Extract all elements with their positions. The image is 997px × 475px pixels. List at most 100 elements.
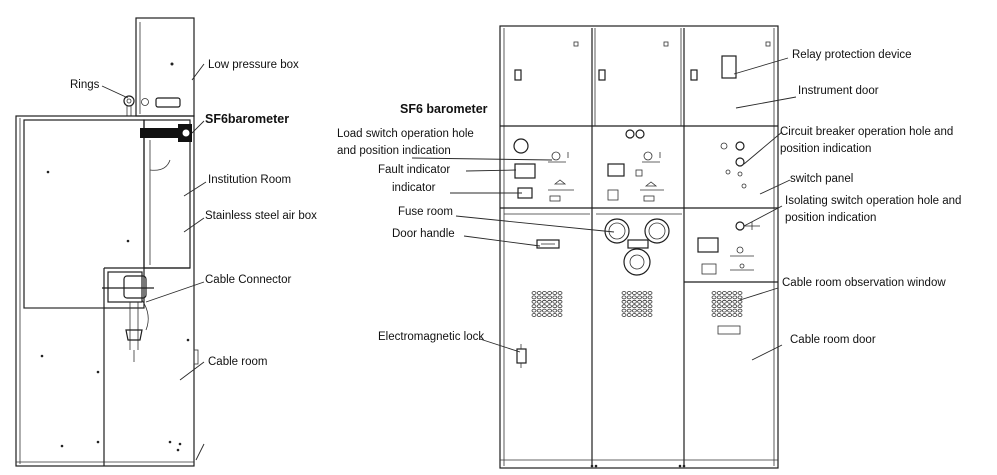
- front-cabinet-frame: [499, 25, 779, 469]
- grille-hole: [621, 308, 627, 313]
- label-circuit-breaker-line2: position indication: [780, 143, 871, 155]
- grille-hole: [547, 299, 552, 304]
- grille-hole: [542, 313, 547, 317]
- grille-hole: [642, 304, 648, 309]
- grille-hole: [552, 313, 558, 317]
- grille-hole: [621, 291, 627, 295]
- grille-hole: [547, 308, 552, 313]
- grille-hole: [626, 295, 632, 300]
- grille-hole: [552, 291, 558, 295]
- fault-indicator: [514, 163, 536, 179]
- grille-hole: [647, 304, 653, 309]
- grille-hole: [542, 299, 547, 304]
- grille-hole: [727, 304, 732, 309]
- grille-hole: [536, 313, 542, 317]
- label-circuit-breaker-line1: Circuit breaker operation hole and: [780, 126, 953, 138]
- grille-hole: [632, 308, 637, 313]
- grille-hole: [722, 313, 727, 317]
- grille-hole: [722, 299, 727, 304]
- grille-hole: [732, 299, 738, 304]
- side-cabinet-body: [15, 115, 195, 467]
- relay-protection-device: [721, 55, 737, 79]
- grille-hole: [542, 291, 547, 295]
- grille-hole: [647, 308, 653, 313]
- grille-hole: [716, 291, 722, 295]
- side-view-leaders: [101, 63, 207, 461]
- grille-hole: [557, 299, 563, 304]
- grille-hole: [557, 304, 563, 309]
- grille-hole: [547, 295, 552, 300]
- grille-hole: [737, 295, 743, 300]
- grille-hole: [722, 291, 727, 295]
- grille-hole: [632, 313, 637, 317]
- label-load-switch-line1: Load switch operation hole: [337, 128, 474, 140]
- grille-hole: [737, 313, 743, 317]
- grille-hole: [642, 308, 648, 313]
- grille-hole: [637, 295, 642, 300]
- grille-hole: [722, 304, 727, 309]
- sf6-barometer-side: [140, 128, 182, 138]
- label-sf6-barometer-side: SF6barometer: [205, 112, 289, 126]
- grille-hole: [716, 304, 722, 309]
- grille-hole: [531, 295, 537, 300]
- grille-hole: [557, 295, 563, 300]
- front-view-cabinet: [499, 25, 779, 469]
- label-cable-room-door: Cable room door: [790, 334, 876, 346]
- grille-hole: [547, 304, 552, 309]
- low-pressure-box-outline: [135, 17, 195, 117]
- front-view-leaders: [411, 57, 797, 361]
- label-stainless-air-box: Stainless steel air box: [205, 210, 317, 222]
- grille-hole: [642, 295, 648, 300]
- grille-hole: [647, 295, 653, 300]
- grille-hole: [637, 299, 642, 304]
- sf6-barometer-front: [513, 138, 529, 154]
- grille-hole: [536, 291, 542, 295]
- grille-hole: [732, 295, 738, 300]
- grille-hole: [552, 304, 558, 309]
- grille-hole: [637, 304, 642, 309]
- grille-hole: [711, 291, 717, 295]
- grille-hole: [642, 291, 648, 295]
- grille-hole: [632, 299, 637, 304]
- label-isolating-switch-line2: position indication: [785, 212, 876, 224]
- label-sf6-barometer-front: SF6 barometer: [400, 102, 488, 116]
- ring-icon: [123, 95, 135, 107]
- cable-connector-housing: [107, 271, 143, 303]
- grille-hole: [536, 304, 542, 309]
- label-cable-connector: Cable Connector: [205, 274, 291, 286]
- label-fault-indicator: Fault indicator: [378, 164, 450, 176]
- label-low-pressure-box: Low pressure box: [208, 59, 299, 71]
- label-load-switch-line2: and position indication: [337, 145, 451, 157]
- grille-hole: [632, 291, 637, 295]
- grille-hole: [557, 291, 563, 295]
- label-electromagnetic-lock: Electromagnetic lock: [378, 331, 484, 343]
- grille-hole: [732, 308, 738, 313]
- grille-hole: [557, 308, 563, 313]
- grille-hole: [536, 299, 542, 304]
- grille-hole: [711, 299, 717, 304]
- grille-hole: [531, 299, 537, 304]
- label-door-handle: Door handle: [392, 228, 455, 240]
- label-rings: Rings: [70, 79, 100, 91]
- grille-hole: [547, 313, 552, 317]
- grille-hole: [632, 304, 637, 309]
- grille-hole: [711, 308, 717, 313]
- fuse-room-right: [644, 218, 670, 244]
- label-cable-room-side: Cable room: [208, 356, 267, 368]
- grille-hole: [621, 295, 627, 300]
- grille-hole: [737, 291, 743, 295]
- grille-hole: [716, 299, 722, 304]
- label-isolating-switch-line1: Isolating switch operation hole and: [785, 195, 961, 207]
- grille-hole: [531, 291, 537, 295]
- electromagnetic-lock: [516, 348, 527, 364]
- grille-hole: [531, 304, 537, 309]
- label-institution-room: Institution Room: [208, 174, 291, 186]
- grille-hole: [542, 308, 547, 313]
- grille-hole: [716, 313, 722, 317]
- grille-hole: [637, 291, 642, 295]
- grille-hole: [632, 295, 637, 300]
- grille-hole: [737, 308, 743, 313]
- grille-hole: [557, 313, 563, 317]
- label-relay-protection-device: Relay protection device: [792, 49, 912, 61]
